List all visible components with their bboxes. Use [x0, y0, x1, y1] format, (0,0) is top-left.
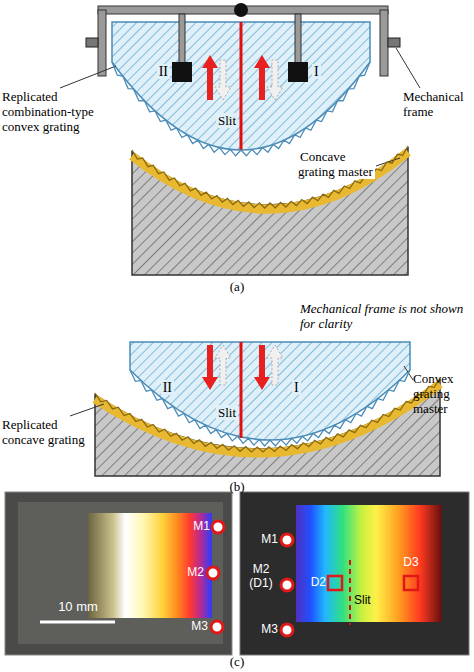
concave-master	[132, 148, 408, 275]
point-label: M3	[248, 623, 278, 637]
photo-right	[240, 492, 469, 655]
screw	[86, 38, 98, 47]
part-label: II	[157, 64, 170, 79]
slit-label: Slit	[354, 594, 384, 608]
photo-inner	[18, 502, 223, 644]
part-label: I	[312, 64, 321, 79]
grating-teeth	[112, 62, 370, 156]
grating-teeth	[130, 370, 410, 446]
point-label: D2	[300, 576, 326, 590]
slit-label: Slit	[216, 113, 238, 128]
leader-lines	[70, 366, 413, 416]
frame-leg	[98, 10, 106, 76]
slit-label: Slit	[202, 114, 238, 129]
part-label: I	[292, 380, 306, 396]
panel-label: (c)	[222, 655, 252, 670]
arrow-pair	[202, 55, 283, 100]
note: Mechanical frame is not shown for clarit…	[300, 302, 470, 332]
photo-left	[5, 492, 232, 655]
point-label: M2	[174, 566, 204, 580]
callout-label: Replicated combination-type convex grati…	[2, 90, 102, 135]
scale-label: 10 mm	[36, 600, 120, 615]
part-label: II	[152, 380, 174, 396]
grating-teeth	[95, 378, 440, 452]
spectrum	[88, 513, 212, 618]
mark-circles	[207, 521, 293, 636]
convex-grating	[112, 22, 370, 150]
clamp	[172, 62, 192, 82]
point-label: M3	[178, 620, 208, 634]
callout-label: Concave grating master	[298, 149, 375, 179]
slit-label: Slit	[202, 406, 238, 421]
post	[179, 14, 185, 64]
pivot	[234, 3, 248, 17]
callout-label: Replicated concave grating	[2, 418, 92, 448]
slit-dashed	[349, 560, 351, 625]
part-label: I	[312, 64, 326, 80]
clamp	[288, 62, 308, 82]
slit-line	[240, 342, 243, 438]
frame-leg	[380, 10, 388, 76]
replica-layer	[132, 152, 408, 209]
spectrum	[296, 505, 442, 622]
part-label: II	[148, 64, 170, 80]
callout-label: Concave grating master	[298, 150, 378, 180]
post	[295, 14, 301, 64]
mark-squares	[328, 576, 418, 590]
slit-label: Slit	[216, 405, 238, 420]
arrow-pair	[202, 345, 283, 390]
slit-line	[240, 22, 243, 150]
grating-teeth	[95, 62, 440, 452]
callout-label: Convex grating master	[413, 372, 471, 417]
panel-label: (b)	[222, 480, 252, 495]
point-label: D3	[397, 556, 425, 570]
scale-bar	[40, 621, 115, 624]
grating-teeth	[132, 146, 408, 208]
panel-label: (a)	[222, 280, 252, 295]
point-label: M1	[248, 533, 278, 547]
leader-lines	[60, 48, 420, 166]
part-label: I	[292, 380, 301, 395]
part-label: II	[161, 380, 174, 395]
point-label: M1	[180, 520, 210, 534]
point-label: M2 (D1)	[244, 563, 278, 591]
screw	[388, 38, 400, 47]
callout-label: Mechanical frame	[403, 90, 471, 120]
